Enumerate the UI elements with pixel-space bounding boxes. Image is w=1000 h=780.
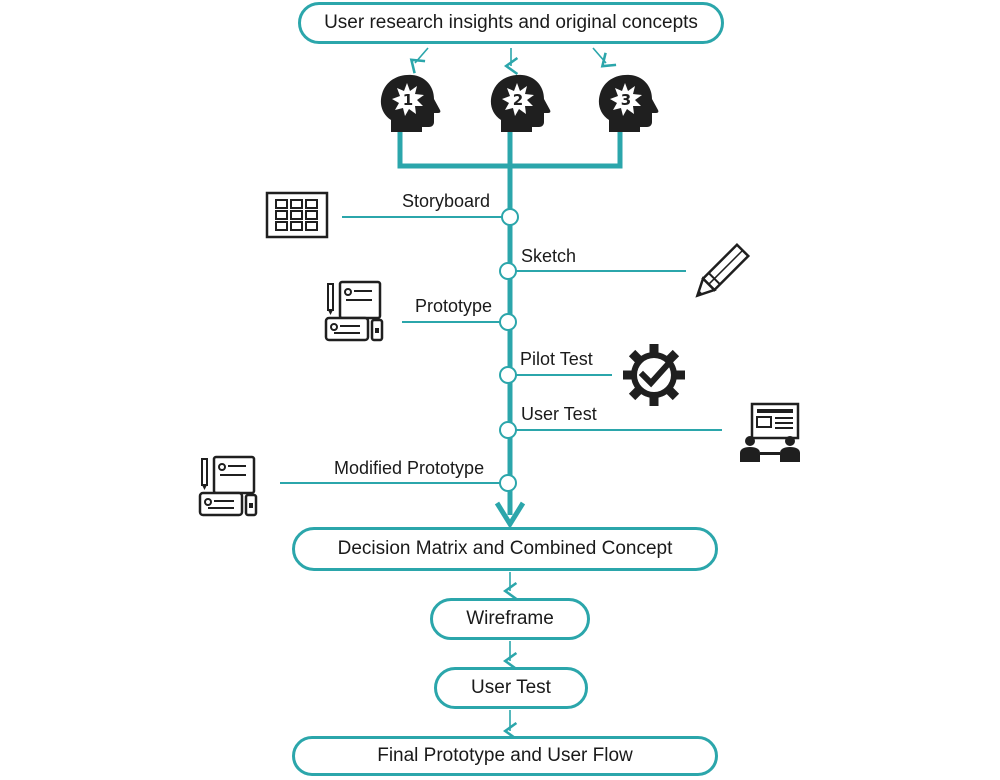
stage-label-sketch: Sketch	[521, 246, 577, 266]
node-user-test	[499, 421, 517, 439]
concept-number: 2	[513, 91, 523, 109]
idea-head-icon: 3	[598, 74, 659, 132]
node-prototype	[499, 313, 517, 331]
stage-label-prototype: Prototype	[415, 296, 493, 316]
decision-box: Decision Matrix and Combined Concept	[292, 527, 718, 571]
node-sketch	[499, 262, 517, 280]
start-box: User research insights and original conc…	[298, 2, 724, 44]
stage-label-storyboard: Storyboard	[402, 191, 491, 211]
node-pilot-test	[499, 366, 517, 384]
pencil-icon	[695, 242, 751, 298]
stage-label-pilot-test: Pilot Test	[520, 349, 593, 369]
node-storyboard	[501, 208, 519, 226]
final-box: Final Prototype and User Flow	[292, 736, 718, 776]
idea-head-icon: 2	[490, 74, 551, 132]
user-test-box: User Test	[434, 667, 588, 709]
gear-check-icon	[623, 344, 685, 406]
spine-arrowhead	[494, 501, 526, 529]
storyboard-icon	[265, 191, 329, 239]
concept-number: 3	[621, 91, 631, 109]
idea-head-icon: 1	[380, 74, 441, 132]
concept-number: 1	[403, 91, 413, 109]
arrow-to-concept-1	[409, 47, 429, 74]
arrow-to-concept-3	[592, 47, 617, 68]
prototype-devices-icon	[198, 455, 258, 517]
stage-label-user-test: User Test	[521, 404, 597, 424]
stage-label-modified-prototype: Modified Prototype	[334, 458, 485, 478]
prototype-devices-icon	[324, 280, 384, 342]
user-test-icon	[740, 402, 800, 462]
node-modified-prototype	[499, 474, 517, 492]
wireframe-box: Wireframe	[430, 598, 590, 640]
